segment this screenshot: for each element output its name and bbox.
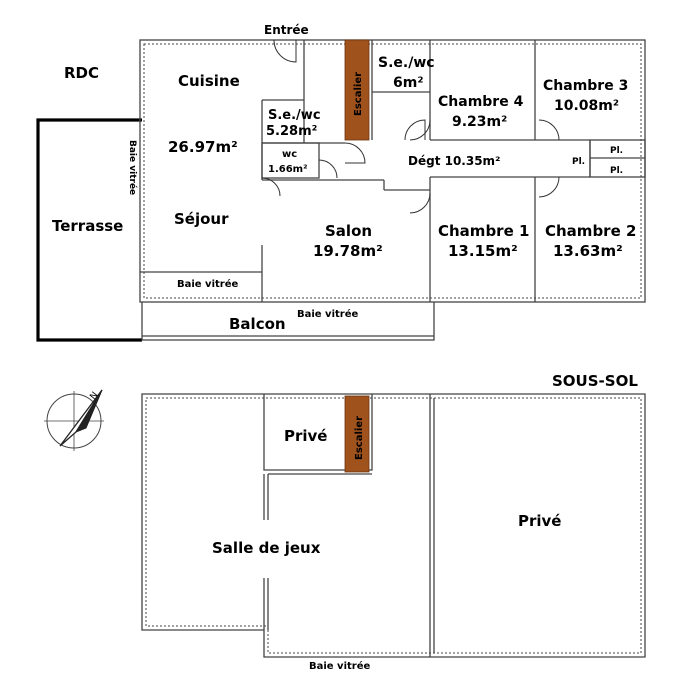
level-ground-label: RDC — [64, 64, 99, 82]
terrasse-outline — [36, 118, 142, 342]
ch2-area: 13.63m² — [553, 242, 623, 260]
wc-door — [318, 159, 338, 179]
ch4-door — [409, 119, 431, 141]
ch3-label: Chambre 3 — [543, 78, 628, 94]
basement-outer-wall — [141, 393, 646, 658]
entrance-door — [273, 39, 297, 63]
sewc2-area: 6m² — [393, 75, 423, 91]
staircase-basement — [344, 395, 370, 473]
sejour-label: Séjour — [174, 210, 229, 228]
prive-small-room — [263, 394, 373, 471]
salle-jeux-label: Salle de jeux — [212, 539, 321, 557]
entree-label: Entrée — [264, 23, 309, 37]
basement-floor: SOUS-SOL N Privé Escalier Privé Sall — [44, 372, 646, 672]
salon-label: Salon — [325, 222, 372, 240]
ch2-door — [538, 176, 560, 198]
pl-label-1: Pl. — [572, 157, 585, 167]
stair-door — [344, 142, 366, 164]
ch1-label: Chambre 1 — [438, 222, 529, 240]
baie-vitree-left: Baie vitrée — [127, 140, 138, 195]
baie-vitree-salon: Baie vitrée — [297, 308, 359, 320]
salon-door — [261, 177, 281, 197]
ch1-door — [409, 192, 431, 214]
salon-area: 19.78m² — [313, 242, 383, 260]
terrasse-label: Terrasse — [52, 217, 123, 235]
basement-outer-wall-inner — [145, 397, 642, 654]
pl-label-3: Pl. — [610, 166, 623, 176]
sewc2-door — [404, 119, 426, 141]
wc-area: 1.66m² — [268, 164, 307, 175]
balcon-outline — [141, 302, 435, 341]
staircase-ground — [344, 39, 370, 141]
degt-label: Dégt 10.35m² — [408, 154, 500, 168]
prive-small-label: Privé — [284, 427, 327, 445]
ch4-label: Chambre 4 — [438, 94, 524, 110]
cuisine-area: 26.97m² — [168, 138, 238, 156]
baie-vitree-sejour: Baie vitrée — [177, 278, 239, 290]
level-basement-label: SOUS-SOL — [552, 372, 638, 390]
prive-large-label: Privé — [518, 512, 561, 530]
sewc1-label: S.e./wc — [268, 108, 321, 123]
escalier-label-ground: Escalier — [353, 72, 364, 116]
ch1-area: 13.15m² — [448, 242, 518, 260]
sewc1-area: 5.28m² — [266, 124, 317, 139]
cuisine-label: Cuisine — [178, 72, 240, 90]
svg-text:N: N — [88, 390, 100, 401]
north-arrow-icon: N — [44, 389, 104, 451]
escalier-label-basement: Escalier — [354, 416, 365, 460]
ground-floor: RDC Entrée Cuisine 26.97m² Séjour S.e./w… — [36, 23, 646, 342]
ch2-label: Chambre 2 — [545, 222, 636, 240]
wc-label: wc — [282, 149, 297, 160]
sewc2-label: S.e./wc — [378, 55, 435, 71]
baie-vitree-basement: Baie vitrée — [309, 660, 371, 672]
ch4-area: 9.23m² — [452, 114, 507, 130]
ch3-area: 10.08m² — [554, 98, 619, 114]
ground-outer-wall-inner — [143, 43, 642, 299]
ch3-door — [538, 119, 560, 141]
balcon-label: Balcon — [229, 315, 286, 333]
pl-label-2: Pl. — [610, 146, 623, 156]
